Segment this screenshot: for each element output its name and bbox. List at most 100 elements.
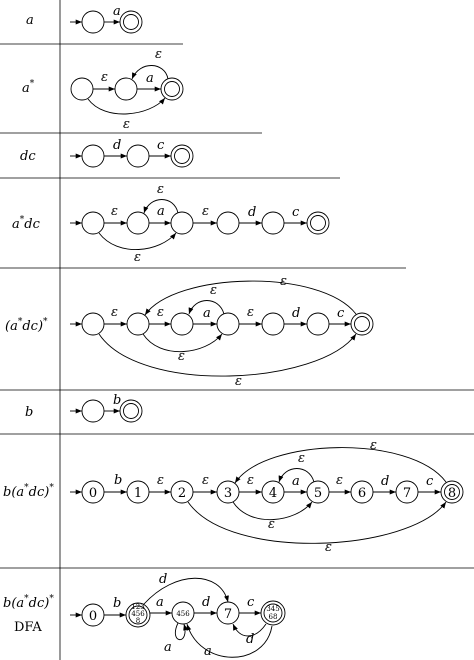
state (216, 312, 240, 336)
edge-label: ε (157, 305, 164, 320)
state-label-line: 8 (136, 617, 140, 625)
edge-label: b (113, 596, 121, 611)
edge (278, 468, 315, 483)
row-label-b: b (25, 405, 33, 420)
accept-state-inner (444, 484, 460, 500)
edge-label: b (114, 473, 122, 488)
edge-label: ε (178, 349, 185, 364)
state (70, 77, 94, 101)
accept-state-inner (354, 316, 370, 332)
state-label: 7 (224, 607, 232, 622)
state-label: 4 (269, 486, 277, 501)
edge (87, 97, 166, 115)
state-label: 1 (134, 486, 142, 501)
state (261, 312, 285, 336)
edge-label: d (292, 306, 300, 321)
edge-label: ε (101, 70, 108, 85)
edge (142, 333, 223, 353)
state-label: 5 (314, 486, 322, 501)
state (126, 312, 150, 336)
state (114, 77, 138, 101)
edge-label: d (248, 205, 256, 220)
row-label-a-star: a* (22, 79, 35, 96)
edge (188, 300, 225, 315)
edge-label: a (113, 4, 121, 19)
automaton-a-star: ε a ε ε (70, 47, 184, 132)
automaton-a-star-dc-star: ε ε a ε ε d c ε ε ε (70, 274, 374, 389)
state (126, 144, 150, 168)
edge-label: c (337, 306, 345, 321)
state-label: 7 (403, 486, 411, 501)
edge-label: d (381, 474, 389, 489)
edge (98, 333, 357, 377)
state (306, 312, 330, 336)
edge-label: ε (157, 182, 164, 197)
edge-label: a (157, 204, 165, 219)
state (126, 211, 150, 235)
automaton-a-star-dc: ε a ε ε ε d c (70, 182, 330, 265)
edge-label: ε (210, 283, 217, 298)
state (261, 211, 285, 235)
edge (232, 623, 267, 637)
edge-label: ε (247, 305, 254, 320)
state-label: 2 (178, 486, 186, 501)
state-label-line: 456 (131, 610, 145, 618)
state-label-line: 68 (269, 613, 278, 621)
edge-label: d (246, 632, 254, 647)
edge-label: a (204, 644, 212, 659)
automaton-b-a-star-dc-star: 0 b 1 ε 2 ε 3 ε 4 a 5 ε ε 6 d 7 c 8 (70, 438, 464, 555)
edge-label: ε (336, 473, 343, 488)
edge-label: ε (298, 451, 305, 466)
accept-state-inner (128, 605, 148, 625)
edge-label: a (203, 306, 211, 321)
state (170, 211, 194, 235)
edge (131, 65, 169, 80)
accept-state-inner (164, 81, 180, 97)
state-label: 456 (176, 610, 190, 618)
edge-label: b (113, 393, 121, 408)
edge-label: a (292, 474, 300, 489)
automaton-dfa: 0 b 123 456 8 a d 456 a d 7 c 345 68 d a (70, 572, 286, 659)
edge-label: ε (134, 250, 141, 265)
edge (143, 199, 179, 214)
edge-label: ε (280, 274, 287, 289)
edge-label: ε (157, 473, 164, 488)
edge-label: ε (370, 438, 377, 453)
state-label: 6 (358, 486, 366, 501)
state (81, 312, 105, 336)
state (81, 211, 105, 235)
row-label-a-star-dc-star: (a*dc)* (5, 317, 48, 334)
edge-label: a (156, 595, 164, 610)
edge-label: ε (202, 473, 209, 488)
edge (232, 501, 313, 521)
state-label-line: 345 (266, 605, 279, 613)
automaton-b: b (70, 393, 143, 423)
edge-label: ε (202, 204, 209, 219)
edge-label: ε (123, 117, 130, 132)
edge-label: c (247, 595, 255, 610)
row-label-a-star-dc: a*dc (12, 215, 41, 232)
row-label-a: a (26, 13, 34, 28)
edge (144, 280, 357, 316)
state (216, 211, 240, 235)
state-label: 0 (89, 486, 97, 501)
edge (98, 232, 177, 250)
edge-label: a (146, 71, 154, 86)
state-label-line: 123 (131, 603, 144, 611)
edge (186, 623, 273, 658)
accept-state-inner (263, 603, 283, 623)
edge-label: c (157, 138, 165, 153)
edge-label: d (113, 138, 121, 153)
accept-state-inner (174, 148, 190, 164)
accept-state-inner (123, 14, 139, 30)
edge-label: d (202, 595, 210, 610)
edge-label: ε (155, 47, 162, 62)
edge-label: ε (235, 374, 242, 389)
edge-label: c (426, 474, 434, 489)
edge-label: d (159, 572, 167, 587)
state-label: 0 (89, 609, 97, 624)
edge-label: ε (325, 540, 332, 555)
state (81, 399, 105, 423)
